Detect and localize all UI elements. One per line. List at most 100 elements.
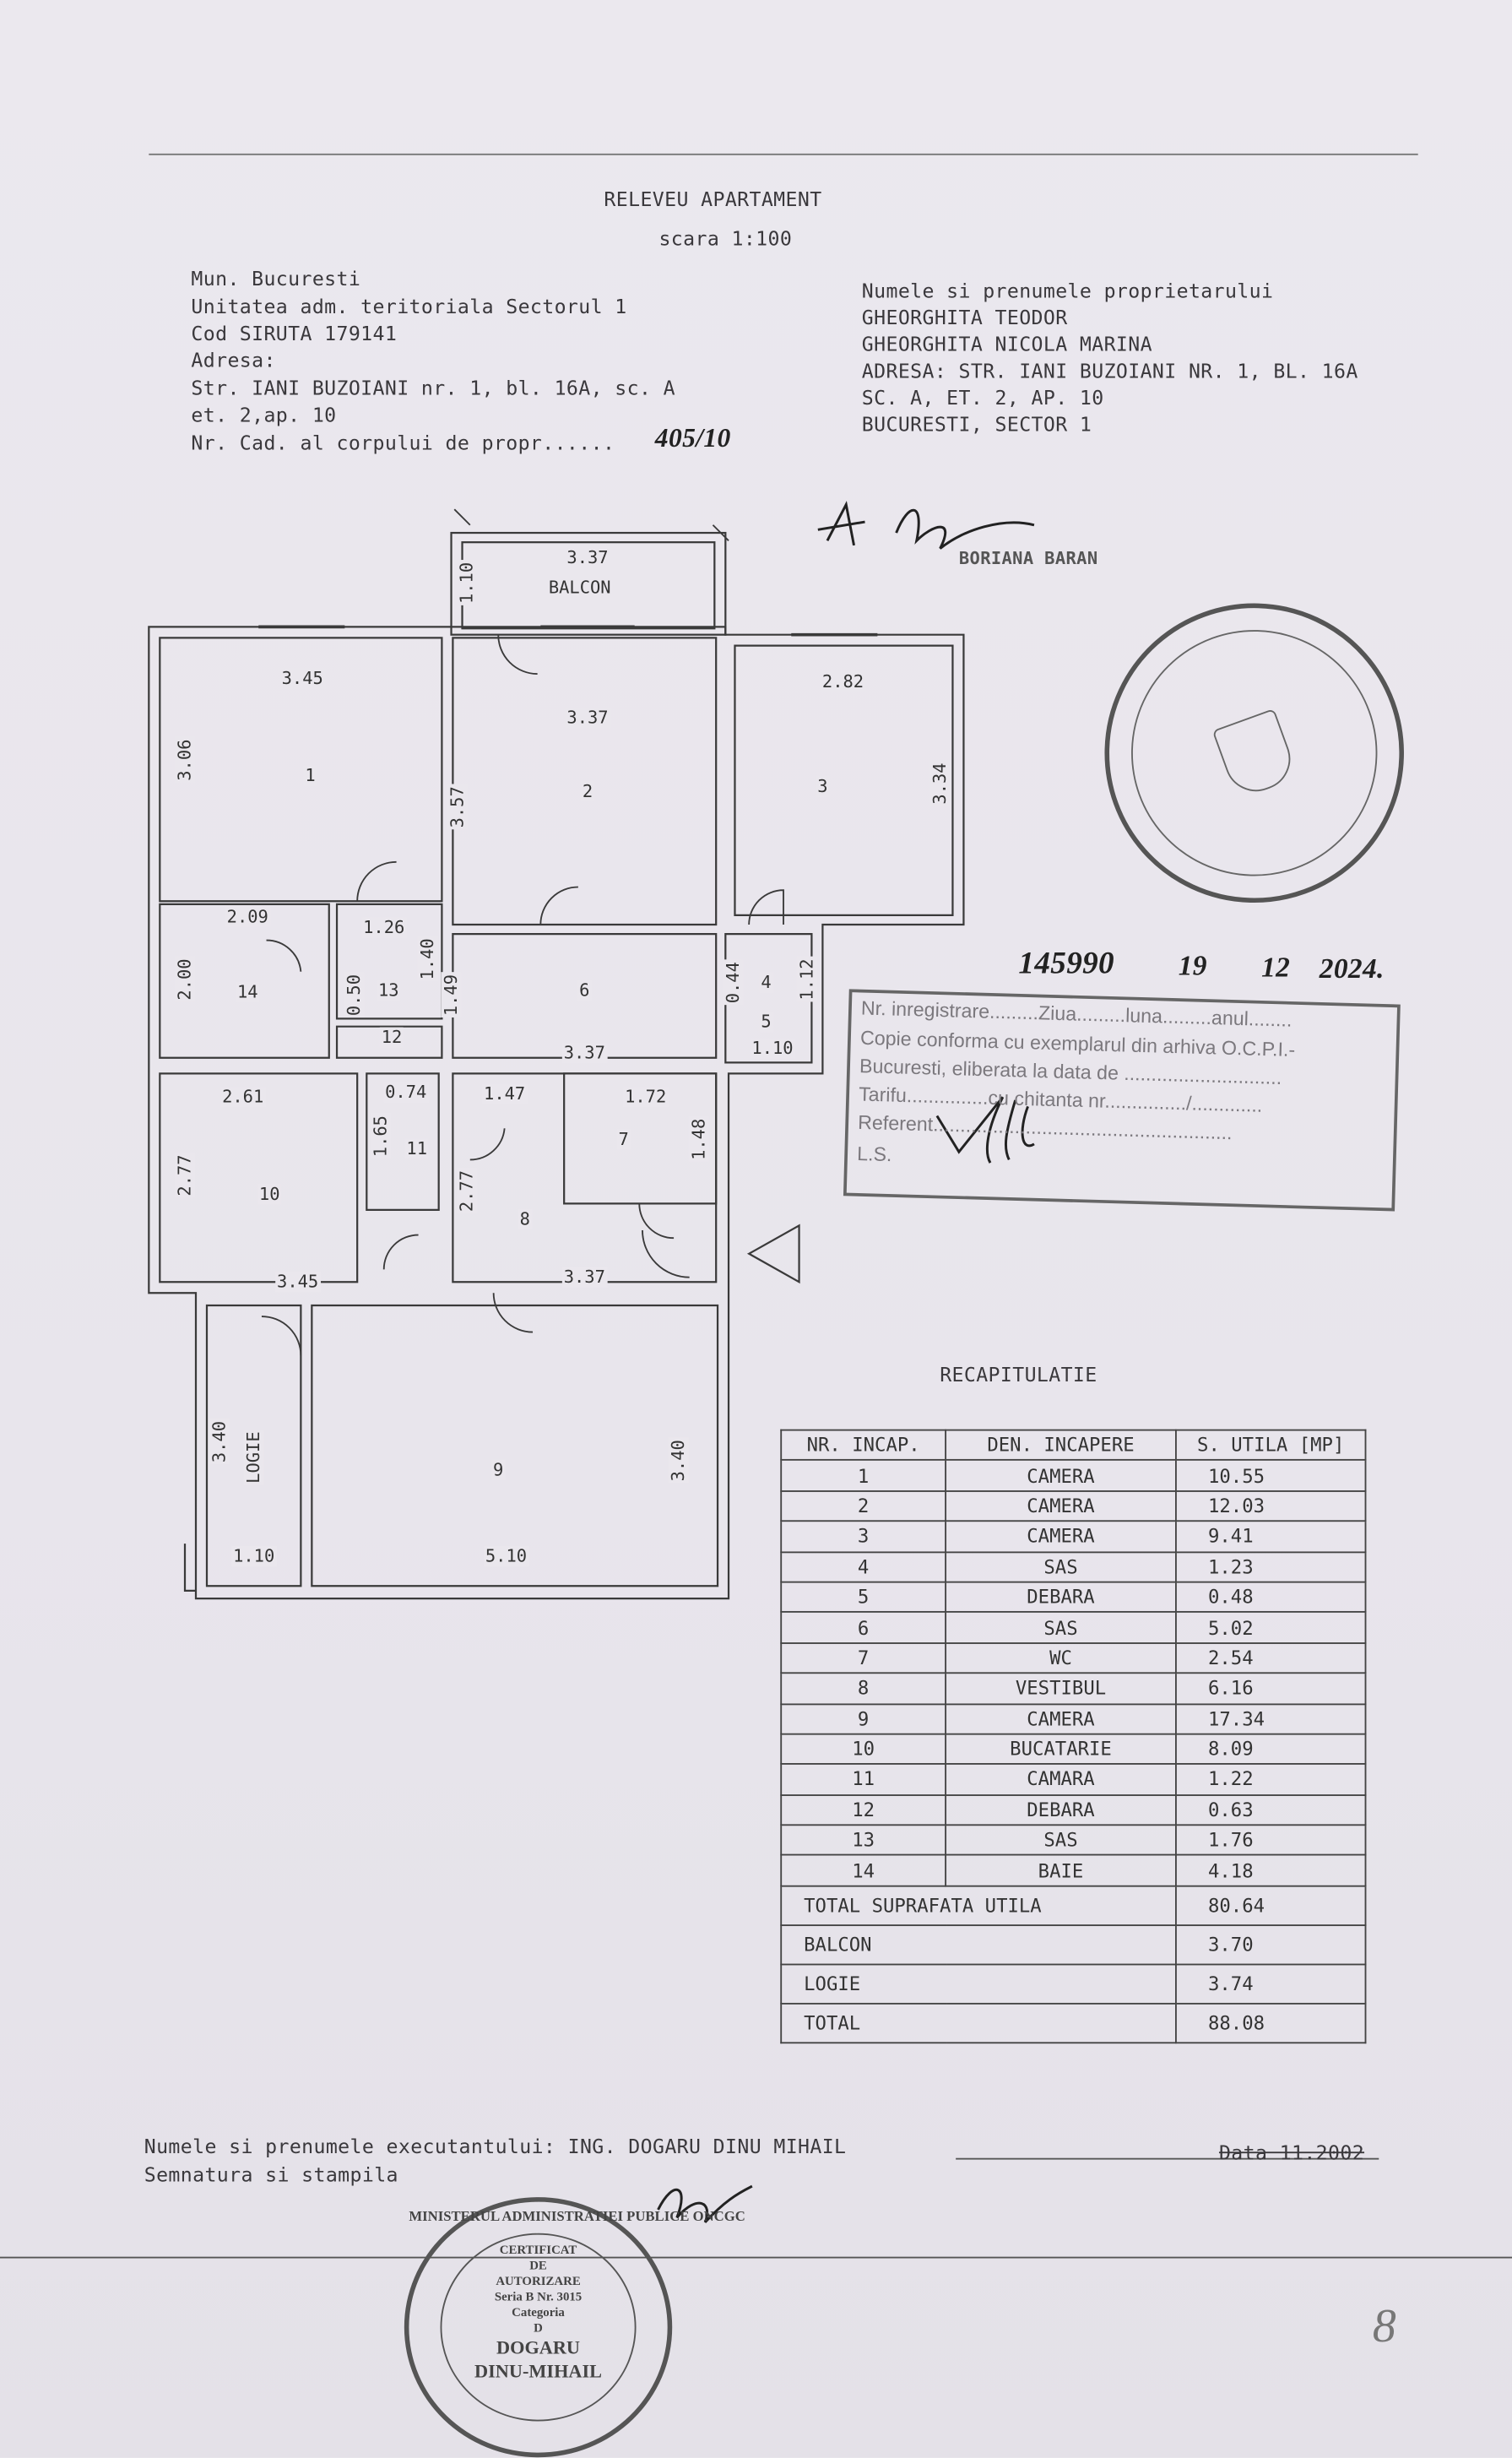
total-label: TOTAL — [780, 2002, 1177, 2043]
reg-day-handwritten: 19 — [1178, 949, 1207, 981]
room-name-cell: SAS — [945, 1824, 1177, 1857]
room-number-cell: 6 — [780, 1611, 947, 1644]
reg-line-ls: L.S. — [856, 1142, 892, 1166]
room-number: 8 — [518, 1208, 532, 1230]
reg-line-date: Bucuresti, eliberata la data de ........… — [859, 1055, 1282, 1089]
info-line: Adresa: — [191, 348, 276, 372]
recap-title: RECAPITULATIE — [940, 1362, 1097, 1386]
dim-label: 1.12 — [796, 957, 817, 1002]
dim-label: 1.10 — [457, 560, 478, 605]
dim-label: 3.37 — [565, 707, 610, 729]
room-name-cell: CAMERA — [945, 1702, 1177, 1735]
column-header: DEN. INCAPERE — [945, 1429, 1177, 1462]
room-name-cell: DEBARA — [945, 1581, 1177, 1614]
room-name-cell: CAMERA — [945, 1520, 1177, 1553]
room-name-cell: VESTIBUL — [945, 1672, 1177, 1705]
room-number: 2 — [580, 781, 595, 802]
dim-label: 2.09 — [225, 906, 270, 927]
executant-stamp: MINISTERUL ADMINISTRATIEI PUBLICE ONCGC … — [404, 2197, 745, 2458]
executant-line: Numele si prenumele executantului: ING. … — [144, 2134, 847, 2158]
room-name-cell: CAMERA — [945, 1459, 1177, 1492]
info-line: Nr. Cad. al corpului de propr...... — [191, 431, 615, 455]
area-cell: 0.63 — [1174, 1793, 1367, 1826]
document-title: RELEVEU APARTAMENT — [604, 187, 822, 211]
column-header: S. UTILA [MP] — [1174, 1429, 1367, 1462]
dim-label: 3.45 — [279, 668, 325, 689]
room-name-cell: BUCATARIE — [945, 1733, 1177, 1766]
area-cell: 6.16 — [1174, 1672, 1367, 1705]
reg-line-fee: Tarifu...............cu chitanta nr.....… — [858, 1083, 1263, 1117]
room-name-cell: CAMARA — [945, 1763, 1177, 1796]
signature-name: BORIANA BARAN — [958, 548, 1098, 569]
info-line: BUCURESTI, SECTOR 1 — [861, 412, 1092, 436]
dim-label: 2.82 — [821, 671, 865, 692]
room-number: 11 — [404, 1138, 429, 1159]
info-line: Cod SIRUTA 179141 — [191, 321, 398, 345]
room-number-cell: 12 — [780, 1793, 947, 1826]
room-name-cell: WC — [945, 1641, 1177, 1674]
room-number: 5 — [759, 1012, 773, 1033]
room-number-cell: 10 — [780, 1733, 947, 1766]
reg-line-referent: Referent................................… — [857, 1111, 1233, 1144]
dim-label: 3.06 — [174, 737, 196, 783]
area-cell: 2.54 — [1174, 1641, 1367, 1674]
reg-line-number: Nr. inregistrare.........Ziua.........lu… — [860, 997, 1293, 1032]
total-value: 80.64 — [1174, 1885, 1367, 1926]
bottom-rule — [0, 2256, 1512, 2259]
stamp-text: Categoria — [512, 2305, 565, 2320]
dim-label: 2.61 — [220, 1087, 266, 1108]
registration-stamp: Nr. inregistrare.........Ziua.........lu… — [843, 989, 1401, 1212]
room-number: 9 — [491, 1459, 506, 1480]
room-number-cell: 13 — [780, 1824, 947, 1857]
area-cell: 12.03 — [1174, 1489, 1367, 1522]
area-cell: 4.18 — [1174, 1854, 1367, 1887]
room-number-cell: 5 — [780, 1581, 947, 1614]
room-number-cell: 9 — [780, 1702, 947, 1735]
total-label: LOGIE — [780, 1963, 1177, 2005]
reg-line-copy: Copie conforma cu exemplarul din arhiva … — [859, 1027, 1296, 1061]
dim-label: 3.37 — [561, 1267, 607, 1288]
cad-number-handwritten: 405/10 — [654, 423, 731, 453]
area-cell: 1.23 — [1174, 1550, 1367, 1583]
dim-label: 0.74 — [383, 1082, 429, 1103]
dim-label: 1.40 — [417, 936, 438, 982]
room-number-cell: 14 — [780, 1854, 947, 1887]
room-name-cell: CAMERA — [945, 1489, 1177, 1522]
area-cell: 5.02 — [1174, 1611, 1367, 1644]
dim-label: 3.34 — [929, 761, 951, 806]
room-number-cell: 7 — [780, 1641, 947, 1674]
column-header: NR. INCAP. — [780, 1429, 947, 1462]
area-cell: 10.55 — [1174, 1459, 1367, 1492]
info-line: Unitatea adm. teritoriala Sectorul 1 — [191, 294, 627, 318]
total-value: 3.74 — [1174, 1963, 1367, 2005]
area-cell: 0.48 — [1174, 1581, 1367, 1614]
stamp-text: DOGARU — [496, 2336, 581, 2359]
door-swings — [261, 634, 784, 1356]
room-number-cell: 11 — [780, 1763, 947, 1796]
top-rule — [149, 153, 1418, 155]
info-line: Str. IANI BUZOIANI nr. 1, bl. 16A, sc. A — [191, 376, 675, 400]
referent-signature-scribble — [935, 1096, 1035, 1164]
document-scale: scara 1:100 — [658, 226, 793, 251]
dim-label: 1.10 — [231, 1545, 277, 1567]
room-number-cell: 2 — [780, 1489, 947, 1522]
dim-label: 0.44 — [723, 960, 744, 1006]
info-line: et. 2,ap. 10 — [191, 402, 337, 426]
page-mark-handwritten: 8 — [1372, 2300, 1397, 2352]
stamp-text: DE — [529, 2258, 547, 2273]
reg-year-handwritten: 2024. — [1319, 952, 1385, 985]
dim-label: 1.72 — [623, 1087, 669, 1108]
room-number: 6 — [577, 979, 592, 1001]
executant-rule — [956, 2157, 1379, 2160]
